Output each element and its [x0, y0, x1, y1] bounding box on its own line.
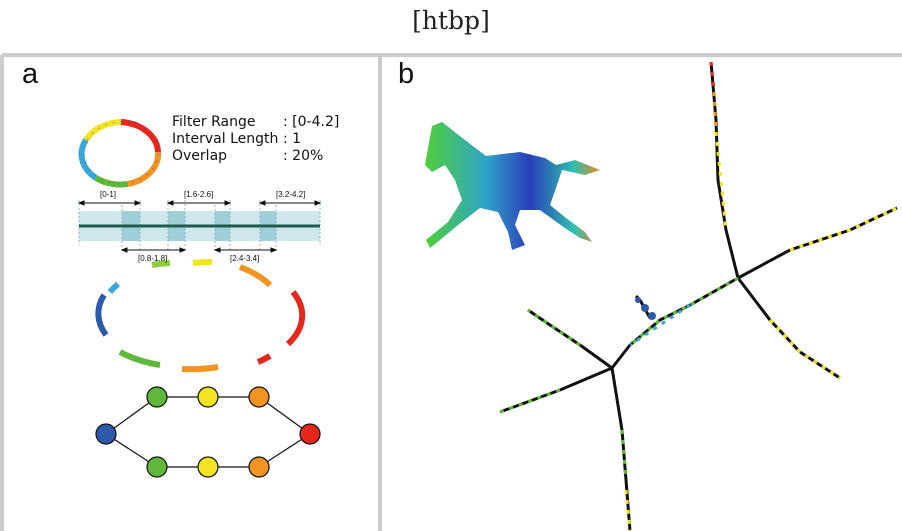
panel-a-label: a	[22, 58, 39, 90]
overlap-value: : 20%	[283, 148, 324, 164]
skeleton-blue-branch	[635, 297, 656, 320]
figure-placement-caption: [htbp]	[412, 6, 490, 35]
ring-point-cloud	[78, 119, 162, 188]
panel-b-label: b	[398, 58, 415, 90]
interval-label-0.8-1.8: [0.8-1.8]	[138, 254, 168, 263]
graph-node-yellow-bottom	[197, 456, 219, 478]
overlap-label: Overlap	[172, 148, 228, 164]
reeb-graph-skeleton	[499, 61, 898, 531]
split-ring-clusters	[95, 258, 306, 373]
graph-node-orange-top	[248, 386, 270, 408]
interval-length-value: : 1	[283, 131, 302, 147]
filter-range-value: : [0-4.2]	[283, 114, 340, 130]
skeleton-node-colors	[499, 61, 898, 531]
mapper-graph	[95, 386, 321, 478]
interval-label-3.2-4.2: [3.2-4.2]	[276, 190, 306, 199]
horse-mesh-image	[425, 122, 600, 250]
graph-node-green-bottom	[146, 456, 168, 478]
graph-node-green-top	[146, 386, 168, 408]
interval-label-2.4-3.4: [2.4-3.4]	[230, 254, 260, 263]
filter-range-label: Filter Range	[172, 114, 256, 130]
interval-length-label: Interval Length	[172, 131, 279, 147]
graph-node-yellow-top	[197, 386, 219, 408]
graph-node-blue	[95, 423, 117, 445]
interval-bar	[77, 200, 322, 253]
graph-node-orange-bottom	[248, 456, 270, 478]
interval-label-1.6-2.6: [1.6-2.6]	[184, 190, 214, 199]
interval-label-0-1: [0-1]	[100, 190, 117, 199]
graph-node-red	[299, 423, 321, 445]
